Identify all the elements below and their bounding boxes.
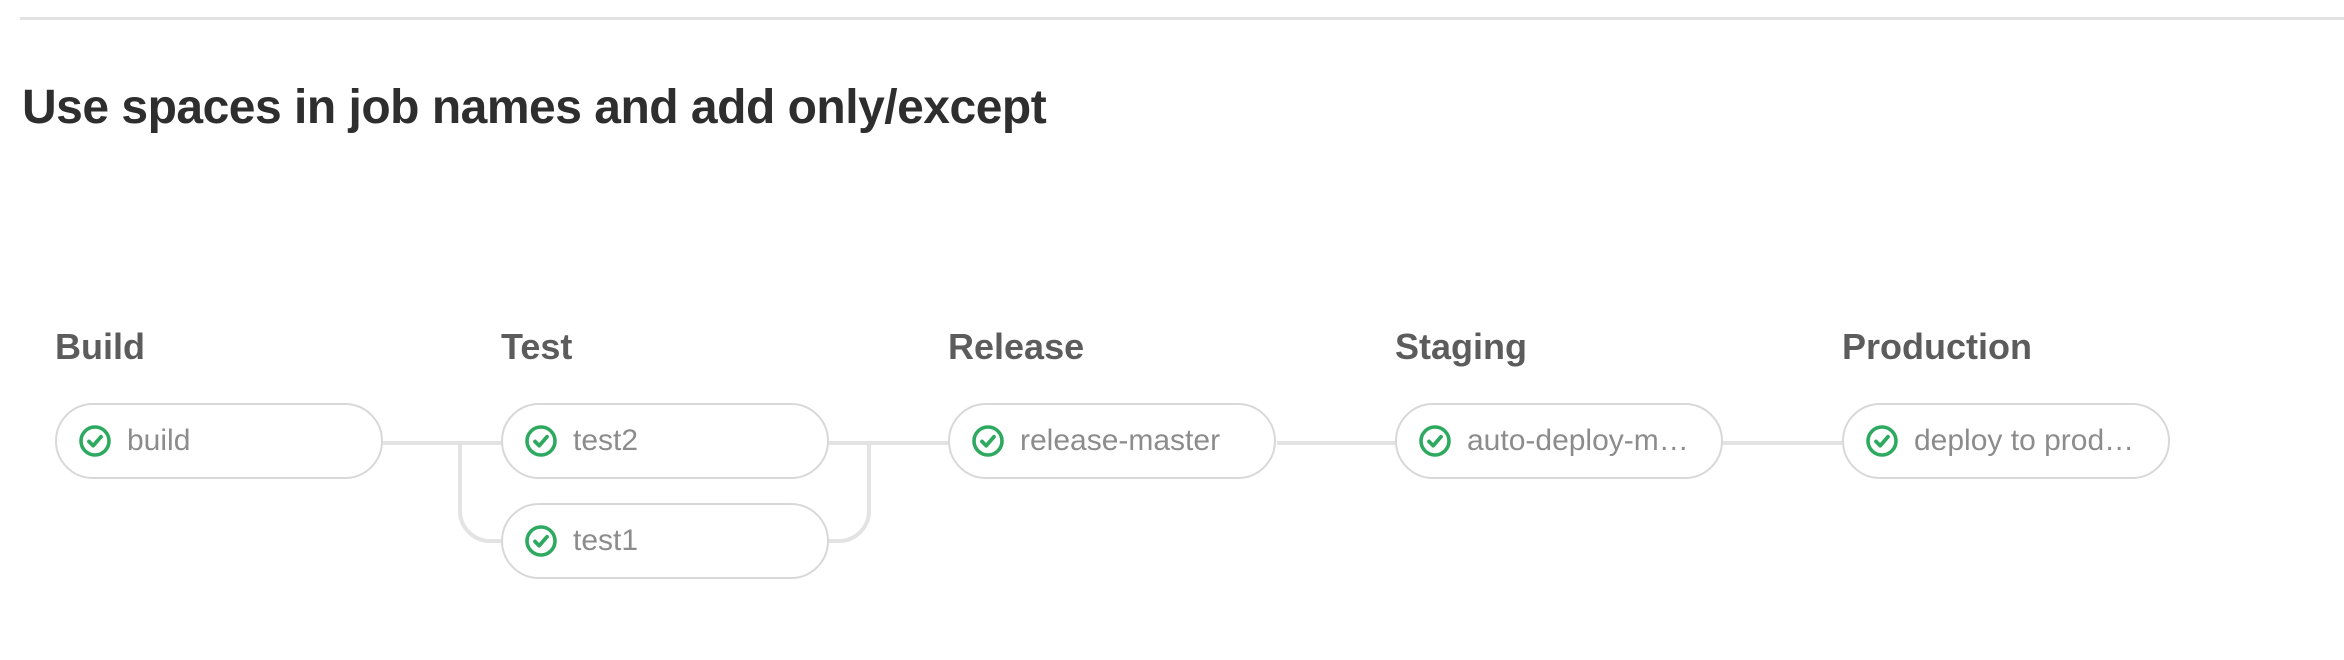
job-pill-test1[interactable]: test1: [501, 503, 829, 579]
job-label: test1: [573, 524, 639, 557]
connector-release-to-staging: [1277, 441, 1395, 445]
stage-title-test: Test: [501, 326, 573, 367]
stage-title-production: Production: [1842, 326, 2032, 367]
connector-staging-to-production: [1723, 441, 1842, 445]
stage-title-staging: Staging: [1395, 326, 1527, 367]
status-success-icon: [1419, 425, 1451, 457]
job-label: build: [127, 424, 191, 457]
connector-build-to-test2: [383, 441, 501, 445]
status-success-icon: [525, 525, 557, 557]
job-pill-release-master[interactable]: release-master: [948, 403, 1276, 479]
connector-test2-to-release: [829, 441, 948, 445]
job-pill-deploy-to-production[interactable]: deploy to prod…: [1842, 403, 2170, 479]
page-title: Use spaces in job names and add only/exc…: [22, 81, 1047, 135]
job-label: test2: [573, 424, 639, 457]
stage-title-release: Release: [948, 326, 1085, 367]
stage-title-build: Build: [55, 326, 145, 367]
job-pill-test2[interactable]: test2: [501, 403, 829, 479]
connector-branch-to-test1: [458, 443, 501, 543]
status-success-icon: [972, 425, 1004, 457]
connector-test1-to-junction: [829, 443, 871, 543]
job-label: auto-deploy-m…: [1467, 424, 1689, 457]
job-label: deploy to prod…: [1914, 424, 2135, 457]
status-success-icon: [525, 425, 557, 457]
job-pill-build[interactable]: build: [55, 403, 383, 479]
job-pill-auto-deploy-master[interactable]: auto-deploy-m…: [1395, 403, 1723, 479]
top-divider: [20, 17, 2344, 20]
job-label: release-master: [1020, 424, 1221, 457]
status-success-icon: [1866, 425, 1898, 457]
status-success-icon: [79, 425, 111, 457]
